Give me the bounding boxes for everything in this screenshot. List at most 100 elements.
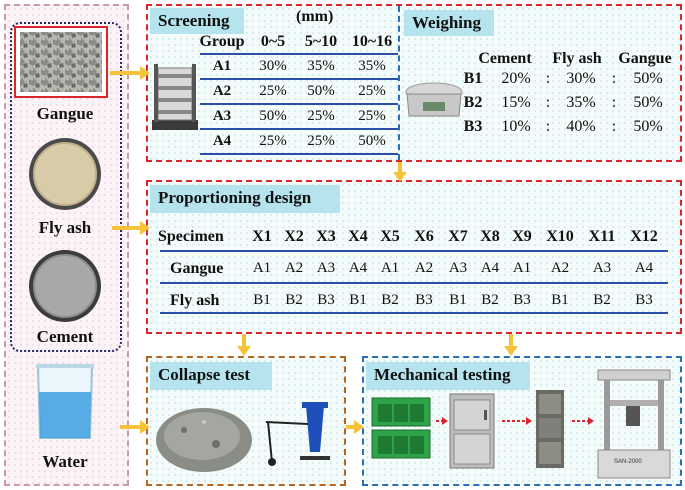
screening-unit: (mm): [296, 8, 334, 25]
flyash-cell: B3: [415, 292, 433, 308]
weighing-cell: 35%: [566, 94, 596, 111]
weighing-cell: :: [611, 118, 617, 135]
screening-cell: 50%: [259, 108, 287, 124]
collapse-sample-image: [156, 408, 252, 472]
specimen-header: X8: [480, 228, 500, 245]
gangue-cell: A4: [634, 260, 654, 276]
screening-row-line: [200, 128, 398, 130]
molds-image: [371, 397, 431, 459]
proportioning-title: Proportioning design: [150, 185, 340, 213]
proportioning-line-3: [160, 312, 668, 314]
weighing-header-gangue: Gangue: [618, 50, 672, 67]
flyash-cell: B1: [449, 292, 467, 308]
screening-group-label: A3: [212, 108, 232, 124]
screening-cell: 25%: [259, 83, 287, 99]
weighing-group-label: B1: [463, 70, 483, 87]
sieve-shaker-image: [152, 64, 198, 130]
flyash-cell: B3: [317, 292, 335, 308]
solid-materials-group: [10, 22, 122, 352]
slump-cone-image: [265, 402, 330, 466]
gangue-cell: A2: [414, 260, 434, 276]
specimen-header: X3: [316, 228, 336, 245]
gangue-cell: A1: [512, 260, 532, 276]
gangue-cell: A1: [252, 260, 272, 276]
screening-header-group: Group: [199, 33, 245, 50]
gangue-cell: A3: [592, 260, 612, 276]
water-beaker-image: [36, 364, 94, 439]
screening-title: Screening: [150, 8, 244, 34]
weighing-cell: 40%: [566, 118, 596, 135]
weighing-cell: 30%: [566, 70, 596, 87]
weighing-cell: :: [611, 94, 617, 111]
flyash-sieve-image: [29, 138, 101, 210]
weighing-header-flyash: Fly ash: [552, 50, 602, 67]
cement-sieve-image: [29, 250, 101, 322]
weighing-title: Weighing: [404, 10, 494, 36]
screening-header-10-16: 10~16: [351, 33, 393, 50]
screening-cell: 25%: [259, 133, 287, 149]
screening-group-label: A4: [212, 133, 232, 149]
collapse-title: Collapse test: [150, 362, 272, 390]
screening-header-0-5: 0~5: [260, 33, 286, 50]
gangue-cell: A3: [448, 260, 468, 276]
screening-cell: 50%: [307, 83, 335, 99]
specimen-header: X1: [252, 228, 272, 245]
screening-cell: 25%: [307, 133, 335, 149]
weighing-cell: :: [545, 94, 551, 111]
specimen-header: X2: [284, 228, 304, 245]
proportioning-specimen-label: Specimen: [158, 228, 224, 245]
specimen-column-image: [536, 390, 564, 468]
weighing-group-label: B3: [463, 118, 483, 135]
weighing-cell: :: [545, 70, 551, 87]
weighing-cell: 10%: [501, 118, 531, 135]
screening-row-line: [200, 153, 398, 155]
flyash-cell: B1: [349, 292, 367, 308]
flyash-cell: B2: [593, 292, 611, 308]
weighing-cell: 20%: [501, 70, 531, 87]
proportioning-line-2: [160, 282, 668, 284]
flyash-cell: B3: [635, 292, 653, 308]
specimen-header: X7: [448, 228, 468, 245]
specimen-header: X10: [546, 228, 574, 245]
flyash-label: Fly ash: [38, 218, 92, 237]
gangue-cell: A3: [316, 260, 336, 276]
screening-cell: 50%: [358, 133, 386, 149]
proportioning-gangue-label: Gangue: [170, 260, 224, 277]
weighing-cell: 50%: [633, 70, 663, 87]
screening-cell: 30%: [259, 58, 287, 74]
screening-divider: [398, 6, 400, 160]
cement-label: Cement: [36, 327, 94, 346]
screening-cell: 35%: [358, 58, 386, 74]
weighing-header-cement: Cement: [478, 50, 532, 67]
specimen-header: X9: [512, 228, 532, 245]
screening-row-line: [200, 103, 398, 105]
weighing-group-label: B2: [463, 94, 483, 111]
weighing-cell: 50%: [633, 118, 663, 135]
flyash-cell: B2: [381, 292, 399, 308]
weighing-cell: :: [545, 118, 551, 135]
gangue-cell: A2: [550, 260, 570, 276]
specimen-header: X11: [588, 228, 616, 245]
gangue-cell: A4: [480, 260, 500, 276]
scale-image: [405, 82, 463, 117]
specimen-header: X4: [348, 228, 368, 245]
screening-header-line: [200, 53, 398, 55]
flyash-cell: B1: [253, 292, 271, 308]
screening-group-label: A1: [212, 58, 232, 74]
screening-header-5-10: 5~10: [304, 33, 338, 50]
weighing-cell: 15%: [501, 94, 531, 111]
proportioning-panel: [146, 180, 682, 334]
testing-machine-image: [597, 369, 671, 479]
mechanical-title: Mechanical testing: [366, 362, 530, 390]
specimen-header: X5: [380, 228, 400, 245]
flyash-cell: B2: [481, 292, 499, 308]
specimen-header: X12: [630, 228, 658, 245]
screening-row-line: [200, 78, 398, 80]
gangue-image: [14, 26, 108, 98]
curing-box-image: [449, 393, 495, 469]
gangue-cell: A2: [284, 260, 304, 276]
screening-group-label: A2: [212, 83, 232, 99]
flyash-cell: B1: [551, 292, 569, 308]
gangue-cell: A1: [380, 260, 400, 276]
flyash-cell: B3: [513, 292, 531, 308]
